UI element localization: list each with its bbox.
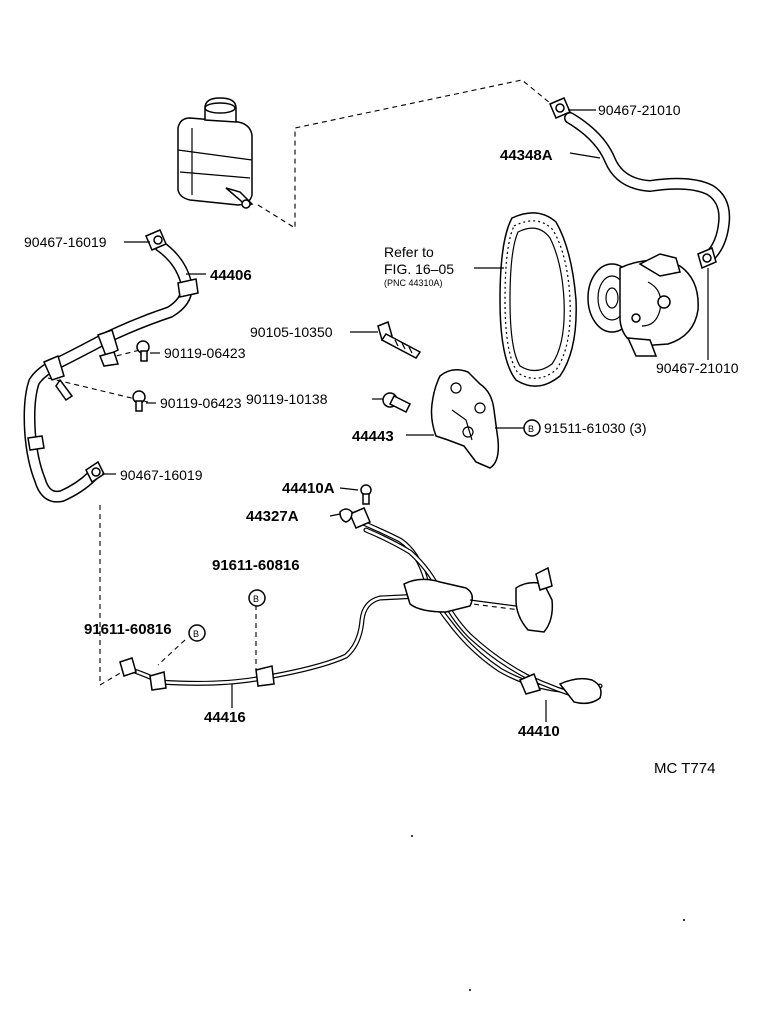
speck: [469, 989, 471, 991]
label-suction-hose: 44406: [210, 267, 252, 284]
label-refer-line3: (PNC 44310A): [384, 278, 443, 288]
label-refer-line2: FIG. 16–05: [384, 261, 454, 277]
label-bracket-bolt-91511: 91511-61030 (3): [544, 420, 646, 436]
b-marker-label: B: [253, 594, 259, 604]
b-marker-mid: B: [248, 589, 266, 607]
reservoir-tank: [177, 97, 254, 209]
hose-clamp-left-top: [145, 229, 167, 251]
return-tube: [119, 593, 471, 691]
label-refer-line1: Refer to: [384, 244, 434, 260]
label-return-tube: 44416: [204, 709, 246, 726]
long-bolt: [377, 320, 422, 359]
dashed-leader-lines: [47, 79, 557, 686]
label-leaders: [102, 109, 709, 722]
bracket-bolt: [382, 392, 412, 414]
label-bracket: 44443: [352, 428, 394, 445]
steering-gear: [403, 566, 554, 633]
label-gasket: 44327A: [246, 508, 299, 525]
label-small-bolt-1: 90119-06423: [164, 345, 246, 361]
pump-bracket: [430, 369, 500, 469]
b-marker-label: B: [528, 424, 534, 434]
speck: [411, 835, 413, 837]
label-long-bolt: 90105-10350: [250, 324, 333, 340]
power-steering-pump: [587, 253, 699, 357]
suction-hose: [23, 240, 199, 503]
label-clamp-pump: 90467-21010: [656, 360, 739, 376]
b-marker-label: B: [193, 629, 199, 639]
return-hose: [564, 112, 731, 262]
gasket: [339, 508, 353, 523]
label-bracket-bolt: 90119-10138: [246, 391, 328, 407]
label-pressure-tube: 44410: [518, 723, 560, 740]
drive-belt: [499, 212, 577, 387]
b-marker-bracket: B: [523, 419, 541, 437]
hose-clamp-pump: [697, 246, 717, 270]
pressure-tube: [349, 507, 603, 705]
label-clamp-top-right: 90467-21010: [598, 102, 681, 118]
label-clamp-left-bottom: 90467-16019: [120, 467, 203, 483]
label-clamp-left-top: 90467-16019: [24, 234, 107, 250]
label-return-hose: 44348A: [500, 147, 553, 164]
footer-code: MC T774: [654, 760, 715, 777]
label-clamp-left-mid: 91611-60816: [84, 621, 172, 638]
union-bolt: [360, 484, 372, 505]
hose-clamp-top-right: [549, 97, 571, 119]
speck: [683, 919, 685, 921]
label-small-bolt-2: 90119-06423: [160, 395, 242, 411]
small-bolt-2: [132, 390, 146, 412]
label-clamp-mid: 91611-60816: [212, 557, 300, 574]
b-marker-left: B: [188, 624, 206, 642]
small-bolt-1: [136, 340, 150, 362]
label-union-bolt: 44410A: [282, 480, 335, 497]
